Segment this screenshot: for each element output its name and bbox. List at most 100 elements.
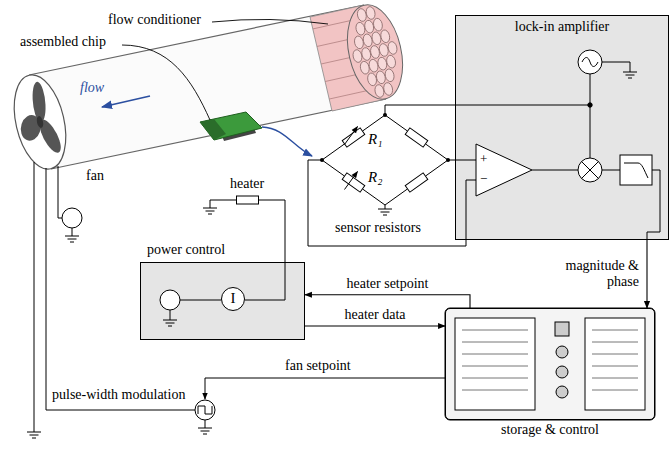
signal-label: pulse-width modulation bbox=[52, 387, 185, 403]
flow-conditioner bbox=[375, 70, 386, 84]
storage-device-drawing bbox=[462, 366, 528, 367]
storage-device-drawing bbox=[592, 330, 638, 331]
pwm-source bbox=[205, 378, 445, 399]
label-anchor: pulse-width modulation bbox=[52, 387, 185, 403]
fan-symbol bbox=[9, 75, 67, 165]
box-fill bbox=[455, 15, 669, 240]
lock-in-internals bbox=[582, 162, 599, 179]
label-anchor: fan setpoint bbox=[285, 358, 351, 374]
box-fill bbox=[140, 262, 305, 340]
flow-conditioner bbox=[366, 72, 377, 86]
flow-conditioner bbox=[369, 45, 380, 59]
wind-tunnel-pipe bbox=[29, 5, 386, 169]
edge-label: heater data bbox=[342, 307, 407, 323]
ground-symbol bbox=[206, 211, 215, 212]
ground-symbol bbox=[30, 435, 39, 436]
wheatstone-bridge bbox=[342, 128, 365, 147]
flow-conditioner bbox=[387, 41, 398, 55]
fan-wiring bbox=[58, 166, 62, 218]
box-heading: lock-in amplifier bbox=[456, 16, 668, 35]
fan-symbol bbox=[36, 115, 45, 128]
resistor-name: R₂ bbox=[368, 169, 382, 185]
lock-in-box: lock-in amplifier bbox=[455, 15, 669, 240]
flow-conditioner bbox=[368, 58, 379, 72]
storage-device-drawing bbox=[445, 308, 655, 420]
storage-device: storage & control bbox=[445, 308, 655, 420]
lock-in-internals bbox=[476, 144, 532, 196]
fan-wiring bbox=[34, 162, 35, 428]
ground-symbol bbox=[385, 205, 386, 209]
lock-in-internals bbox=[308, 50, 660, 246]
wheatstone-bridge bbox=[345, 127, 358, 145]
flow-conditioner bbox=[371, 31, 382, 45]
flow-conditioner bbox=[383, 82, 394, 96]
storage-device-drawing bbox=[462, 390, 528, 391]
ground-symbol bbox=[198, 428, 212, 429]
storage-device-drawing bbox=[592, 342, 638, 343]
heater-resistor bbox=[259, 200, 286, 201]
edge-label-anchor: heater data bbox=[342, 307, 407, 323]
pwm-source bbox=[195, 400, 215, 420]
current-source: I bbox=[221, 287, 245, 311]
box-heading: I bbox=[222, 288, 244, 309]
part-label: heater bbox=[230, 176, 264, 192]
flow-conditioner bbox=[374, 84, 385, 98]
ground-symbol bbox=[163, 320, 177, 321]
storage-device-drawing bbox=[462, 354, 528, 355]
label-anchor: R₂ bbox=[368, 169, 382, 185]
flow-arrow bbox=[102, 96, 150, 107]
ground-symbol bbox=[383, 215, 387, 216]
leader-line bbox=[212, 19, 328, 24]
fan-wiring bbox=[72, 228, 73, 232]
part-label: fan bbox=[86, 168, 104, 184]
ground-symbol bbox=[628, 78, 632, 79]
flow-conditioner bbox=[310, 0, 411, 111]
lock-in-internals bbox=[602, 170, 620, 171]
flow-conditioner bbox=[364, 19, 375, 33]
flow-conditioner bbox=[359, 61, 370, 75]
flow-conditioner bbox=[365, 6, 376, 20]
flow-conditioner bbox=[377, 56, 388, 70]
fan-wiring bbox=[46, 168, 195, 410]
power-wiring bbox=[245, 200, 285, 300]
signal-connector bbox=[646, 240, 647, 308]
lock-in-internals bbox=[308, 160, 476, 246]
flow-conditioner bbox=[384, 68, 395, 82]
box-heading: power control bbox=[147, 242, 310, 258]
wheatstone-bridge bbox=[425, 144, 448, 160]
ground-symbol bbox=[27, 432, 41, 433]
flow-conditioner bbox=[356, 8, 367, 22]
power-control-box: power controlI bbox=[140, 262, 305, 340]
lock-in-internals bbox=[602, 62, 630, 68]
wheatstone-bridge bbox=[362, 189, 385, 205]
ground-symbol bbox=[203, 434, 207, 435]
lock-in-internals bbox=[448, 160, 476, 161]
ground-symbol bbox=[32, 438, 36, 439]
power-wiring bbox=[170, 310, 171, 316]
ground-symbol bbox=[68, 239, 77, 240]
flow-conditioner bbox=[352, 49, 363, 63]
flow-conditioner bbox=[380, 29, 391, 43]
power-wiring bbox=[180, 300, 221, 301]
edge-label: magnitude & phase bbox=[557, 258, 641, 290]
heater-resistor bbox=[237, 196, 259, 204]
lock-in-internals bbox=[385, 105, 590, 115]
heater-resistor bbox=[210, 196, 285, 204]
pwm-source bbox=[205, 420, 206, 424]
ground-symbol bbox=[205, 424, 206, 428]
ground-symbol bbox=[201, 431, 210, 432]
wheatstone-bridge bbox=[320, 113, 450, 205]
flow-conditioner bbox=[361, 47, 372, 61]
lock-in-internals bbox=[578, 158, 602, 182]
lock-in-internals bbox=[620, 155, 652, 185]
wheatstone-bridge bbox=[385, 115, 408, 131]
flow-conditioner bbox=[353, 35, 364, 49]
ground-symbol bbox=[34, 428, 35, 432]
wheatstone-bridge bbox=[322, 160, 345, 176]
wind-tunnel-pipe bbox=[29, 5, 386, 169]
storage-device-drawing bbox=[445, 308, 655, 420]
edge-label-anchor: heater setpoint bbox=[344, 276, 430, 292]
storage-device-drawing bbox=[592, 390, 638, 391]
label-anchor: flow conditioner bbox=[108, 12, 201, 28]
